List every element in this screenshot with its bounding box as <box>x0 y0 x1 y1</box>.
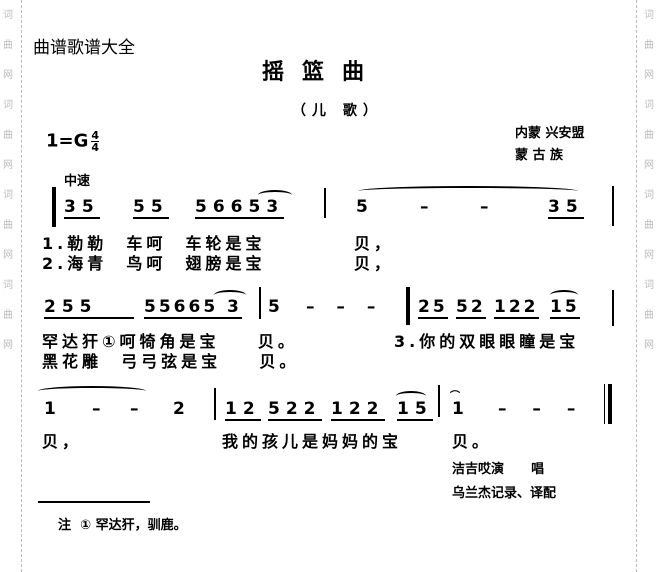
lyrics: 贝， <box>42 432 83 451</box>
note: 1 <box>44 399 62 419</box>
watermark-char: 词 <box>3 280 13 291</box>
key-label: 1=G <box>46 130 89 152</box>
divider-left <box>21 0 22 572</box>
tie <box>358 186 578 196</box>
watermark-right: 词曲网 词曲网 词曲网 词曲网 <box>642 8 656 368</box>
note-group: 15 <box>550 297 580 319</box>
dashes: – – – <box>306 297 384 317</box>
site-label: 曲谱歌谱大全 <box>33 38 135 58</box>
lyrics-verse1: 1.勒勒 车呵 车轮是宝 <box>42 234 266 253</box>
dash: – <box>480 197 495 217</box>
dash: – <box>130 399 145 419</box>
lyrics-verse1-end: 贝， <box>354 234 395 253</box>
watermark-char: 网 <box>644 160 654 171</box>
barline <box>612 186 614 226</box>
watermark-char: 网 <box>3 70 13 81</box>
watermark-char: 曲 <box>3 310 13 321</box>
watermark-char: 网 <box>644 250 654 261</box>
barline <box>438 385 440 417</box>
origin-line2: 蒙 古 族 <box>515 148 564 163</box>
watermark-char: 词 <box>644 190 654 201</box>
watermark-char: 词 <box>644 10 654 21</box>
tie <box>38 386 146 396</box>
watermark-char: 曲 <box>644 130 654 141</box>
lyrics-verse2: 2.海青 鸟呵 翅膀是宝 <box>42 254 266 273</box>
watermark-char: 曲 <box>644 40 654 51</box>
watermark-char: 词 <box>3 100 13 111</box>
lyrics-verse2: 黑花雕 弓弓弦是宝 贝。 <box>42 352 300 371</box>
watermark-char: 曲 <box>644 220 654 231</box>
slur <box>214 290 246 300</box>
repeat-barline <box>52 187 56 227</box>
recorder-credit: 乌兰杰记录、译配 <box>452 486 557 501</box>
barline <box>214 388 216 420</box>
footnote-rule <box>38 501 150 503</box>
note-group: 255 <box>44 298 134 319</box>
note: 5 <box>356 197 374 217</box>
lyrics: 我的孩儿是妈妈的宝 <box>222 432 403 451</box>
note: 1 <box>452 399 470 419</box>
singer-credit: 洁吉哎演 唱 <box>452 462 545 477</box>
barline <box>259 287 261 319</box>
watermark-char: 曲 <box>3 220 13 231</box>
watermark-char: 词 <box>3 190 13 201</box>
note-group: 55 <box>133 197 169 219</box>
dashes: – – – <box>498 399 586 419</box>
origin-line1: 内蒙 兴安盟 <box>515 126 585 141</box>
watermark-char: 网 <box>644 340 654 351</box>
note-group: 52 <box>456 297 486 319</box>
slur <box>258 190 292 200</box>
watermark-char: 网 <box>3 250 13 261</box>
barline <box>612 290 614 326</box>
watermark-char: 词 <box>644 280 654 291</box>
watermark-char: 词 <box>3 10 13 21</box>
note-group: 15 <box>397 399 433 421</box>
double-barline <box>406 287 410 325</box>
lyrics-verse2-end: 贝， <box>354 254 395 273</box>
dash: – <box>420 197 435 217</box>
note-group: 56653 <box>195 197 285 219</box>
watermark-char: 词 <box>644 100 654 111</box>
fermata-icon: ⌒ <box>450 391 460 402</box>
note-group: 122 <box>331 399 385 421</box>
final-barline-thick <box>608 384 612 424</box>
song-title: 摇篮曲 <box>262 60 383 85</box>
lyrics-verse3: 3.你的双眼眼瞳是宝 <box>394 332 580 351</box>
lyrics: 贝。 <box>452 432 493 451</box>
note-group: 55665 3 <box>144 297 242 319</box>
watermark-char: 曲 <box>3 130 13 141</box>
slur <box>396 391 426 401</box>
note-group: 35 <box>548 197 584 219</box>
note: 5 <box>268 297 286 317</box>
barline <box>324 188 326 218</box>
time-bottom: 4 <box>91 141 100 154</box>
note-group: 35 <box>64 197 100 219</box>
watermark-left: 词曲网 词曲网 词曲网 词曲网 <box>1 8 15 368</box>
note-group: 122 <box>494 297 539 319</box>
watermark-char: 曲 <box>644 310 654 321</box>
slur <box>550 290 578 300</box>
divider-right <box>636 0 637 572</box>
watermark-char: 网 <box>3 340 13 351</box>
song-subtitle: （儿 歌） <box>292 103 383 119</box>
note-group: 25 <box>418 297 448 319</box>
note-group: 522 <box>268 399 322 421</box>
watermark-char: 曲 <box>3 40 13 51</box>
final-barline-thin <box>604 384 605 424</box>
note: 2 <box>173 399 191 419</box>
lyrics-verse1: 罕达犴①呵犄角是宝 贝。 <box>42 332 298 351</box>
watermark-char: 网 <box>644 70 654 81</box>
note-group: 12 <box>225 399 261 421</box>
tempo-marking: 中速 <box>64 174 91 189</box>
watermark-char: 网 <box>3 160 13 171</box>
time-top: 4 <box>91 129 100 142</box>
footnote: 注 ① 罕达犴，驯鹿。 <box>58 518 187 533</box>
dash: – <box>92 399 107 419</box>
